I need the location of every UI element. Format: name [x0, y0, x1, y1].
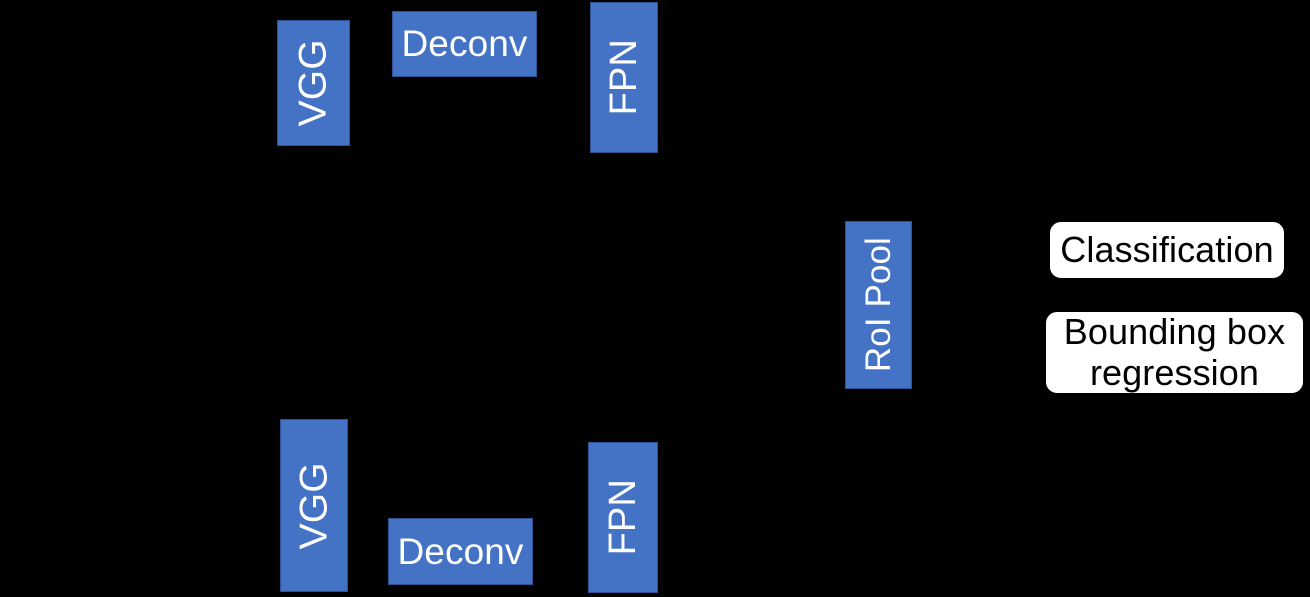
- block-label: RoI Pool: [858, 237, 898, 373]
- block-label: FPN: [601, 479, 644, 556]
- output-bbox-regression[interactable]: Bounding box regression: [1046, 312, 1303, 393]
- block-label: VGG: [292, 462, 336, 549]
- block-label: VGG: [291, 39, 335, 127]
- block-fpn-top[interactable]: FPN: [590, 2, 658, 153]
- output-classification[interactable]: Classification: [1050, 222, 1284, 278]
- block-vgg-top[interactable]: VGG: [277, 20, 350, 146]
- block-vgg-bottom[interactable]: VGG: [280, 419, 348, 592]
- block-label: Deconv: [401, 23, 528, 65]
- block-label: FPN: [602, 39, 645, 116]
- output-label: Classification: [1060, 228, 1274, 270]
- block-deconv-bottom[interactable]: Deconv: [388, 518, 533, 585]
- block-fpn-bottom[interactable]: FPN: [588, 442, 658, 593]
- block-label: Deconv: [397, 530, 524, 572]
- output-label: Bounding box regression: [1063, 311, 1286, 393]
- block-deconv-top[interactable]: Deconv: [392, 11, 537, 77]
- block-roi-pool[interactable]: RoI Pool: [845, 221, 912, 389]
